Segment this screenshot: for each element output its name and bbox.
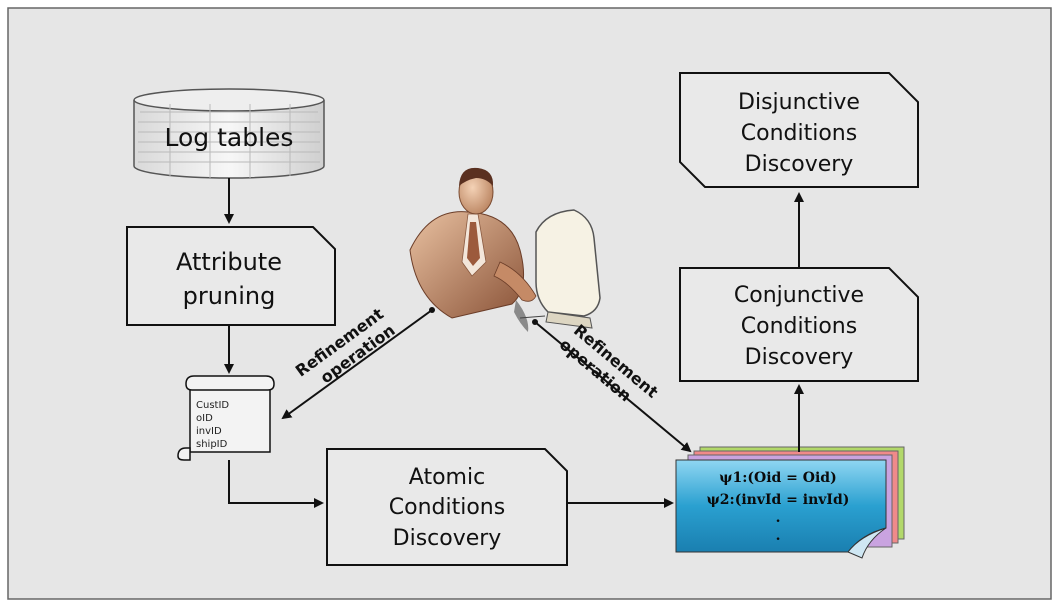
refinement-arrow-right: [534, 321, 692, 453]
attr-shipid: shipID: [196, 439, 228, 450]
arrow-scroll-to-atomic: [228, 460, 324, 508]
attr-custid: CustID: [196, 400, 229, 411]
conditions-document-stack: ψ1:(Oid = Oid) ψ2:(invId = invId) . .: [675, 446, 905, 559]
attribute-pruning-box: Attribute pruning: [126, 226, 336, 326]
refinement-arrow-left: [281, 309, 433, 420]
ellipsis-dot-1: .: [776, 510, 781, 526]
refinement-arrow-right-origin: [532, 319, 538, 325]
log-tables-database: Log tables: [133, 88, 325, 179]
conjunctive-conditions-box: Conjunctive Conditions Discovery: [679, 267, 919, 382]
disjunctive-line2: Conditions: [741, 121, 857, 146]
psi2-condition: ψ2:(invId = invId): [707, 492, 850, 508]
atomic-conditions-box: Atomic Conditions Discovery: [326, 448, 568, 566]
conjunctive-line3: Discovery: [745, 345, 854, 370]
atomic-line3: Discovery: [393, 526, 502, 551]
document-stack-icon: [675, 446, 905, 559]
atomic-line1: Atomic: [409, 465, 485, 490]
ellipsis-dot-2: .: [776, 528, 781, 544]
attribute-pruning-line1: Attribute: [176, 248, 282, 276]
attributes-scroll: CustID oID invID shipID: [177, 375, 275, 461]
conjunctive-line2: Conditions: [741, 314, 857, 339]
attr-invid: invID: [196, 426, 222, 437]
attr-oid: oID: [196, 413, 213, 424]
conjunctive-line1: Conjunctive: [734, 283, 864, 308]
refinement-arrow-left-origin: [429, 307, 435, 313]
disjunctive-conditions-box: Disjunctive Conditions Discovery: [679, 72, 919, 188]
psi1-condition: ψ1:(Oid = Oid): [719, 470, 836, 486]
atomic-line2: Conditions: [389, 495, 505, 520]
database-icon: [133, 88, 325, 179]
disjunctive-line3: Discovery: [745, 152, 854, 177]
log-tables-label: Log tables: [165, 123, 294, 152]
disjunctive-line1: Disjunctive: [738, 90, 860, 115]
user-at-computer-icon: [409, 167, 601, 332]
attribute-pruning-line2: pruning: [183, 282, 276, 310]
scroll-icon: [177, 375, 275, 461]
